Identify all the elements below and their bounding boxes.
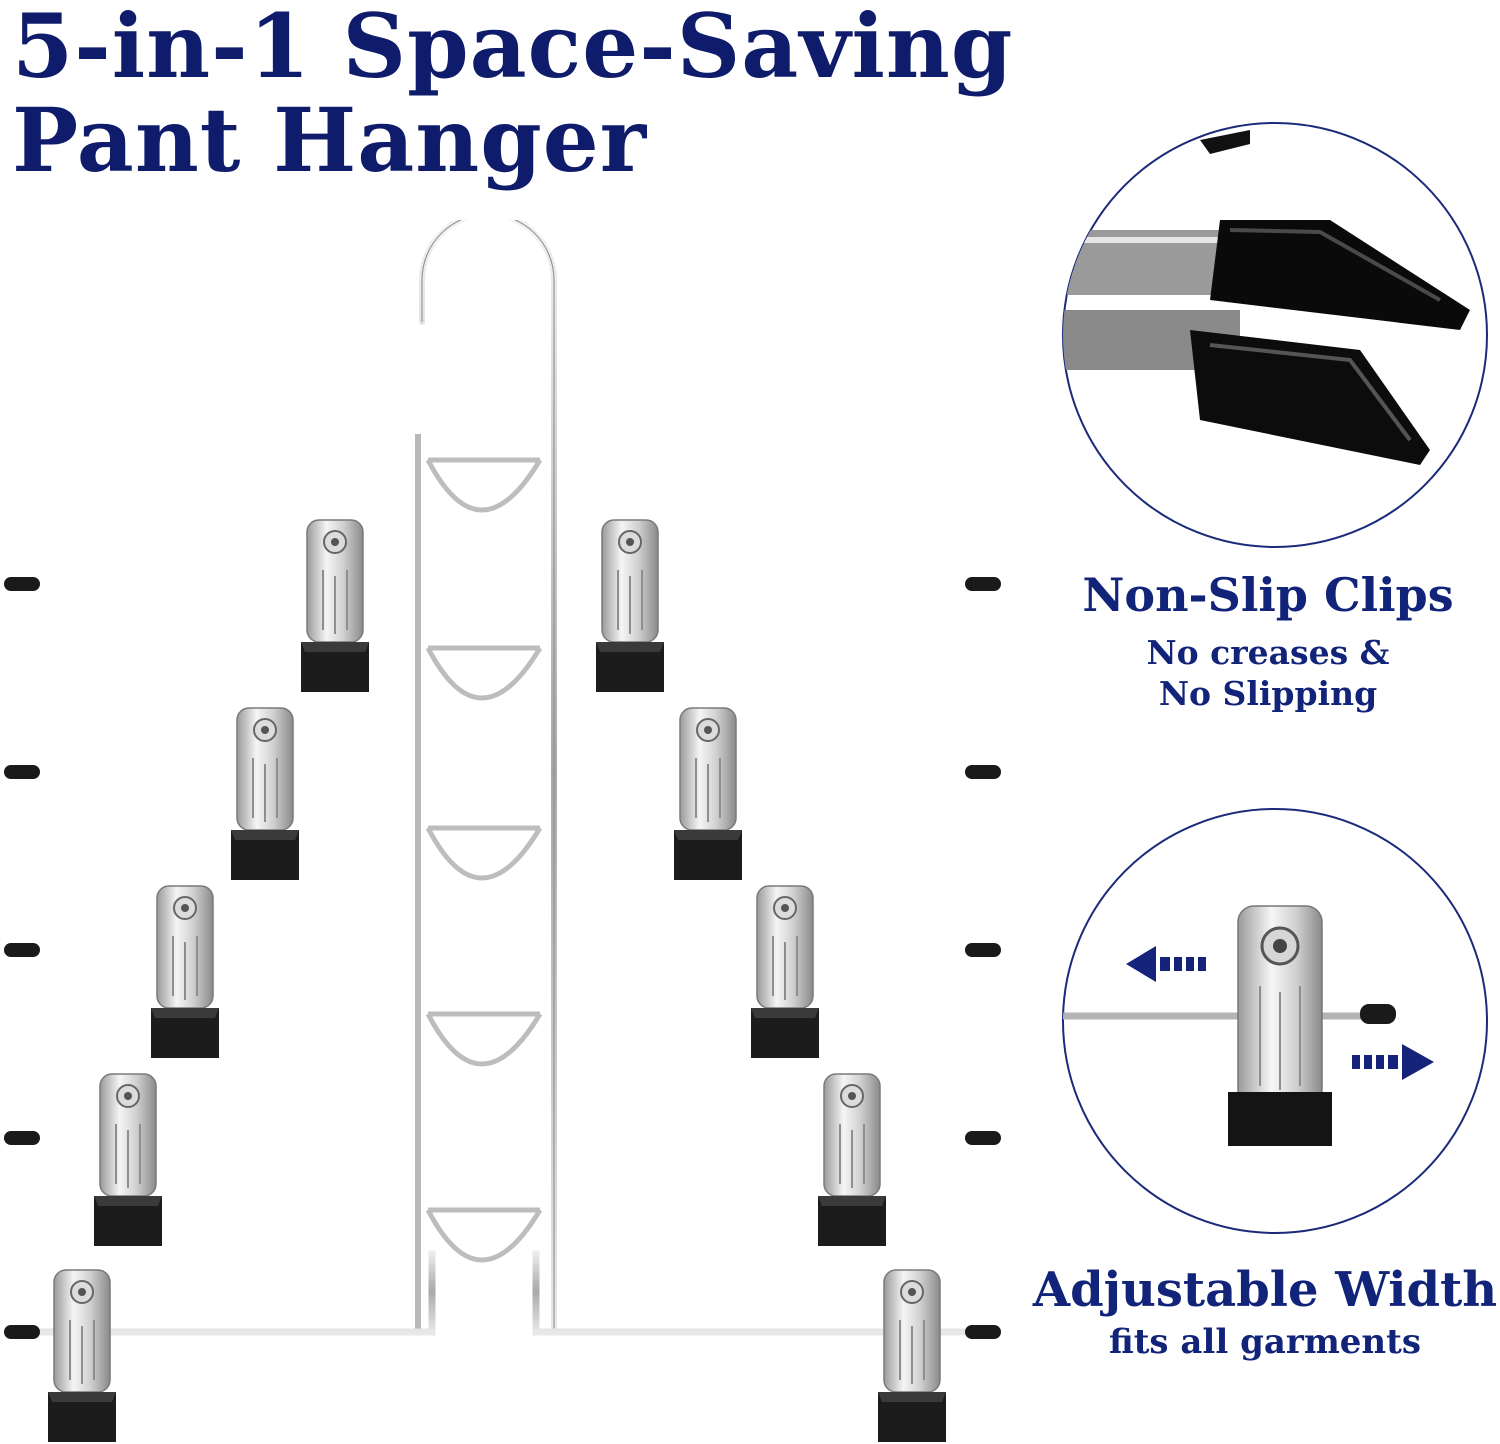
hanger-tier-1	[4, 457, 1001, 693]
clips-feature-subtitle-2: No Slipping	[1158, 674, 1378, 713]
headline-line-1: 5-in-1 Space-Saving	[12, 0, 1014, 98]
headline-line-2: Pant Hanger	[12, 88, 648, 192]
pant-hanger-illustration	[4, 220, 1001, 1443]
arrow-right-icon	[1352, 1044, 1434, 1080]
hanger-tier-4	[4, 1011, 1001, 1247]
hanger-tier-2	[4, 645, 1001, 881]
clips-feature-title: Non-Slip Clips	[1082, 568, 1454, 622]
clip-detail-circle	[1062, 122, 1488, 548]
hanger-tier-3	[4, 825, 1001, 1059]
arrow-left-icon	[1126, 946, 1206, 982]
width-feature-subtitle: fits all garments	[1109, 1322, 1421, 1362]
width-feature-title: Adjustable Width	[1032, 1262, 1498, 1318]
clips-feature-subtitle-1: No creases &	[1146, 633, 1390, 672]
hanger-tier-5	[4, 1207, 1001, 1443]
width-detail-circle	[1062, 808, 1488, 1234]
